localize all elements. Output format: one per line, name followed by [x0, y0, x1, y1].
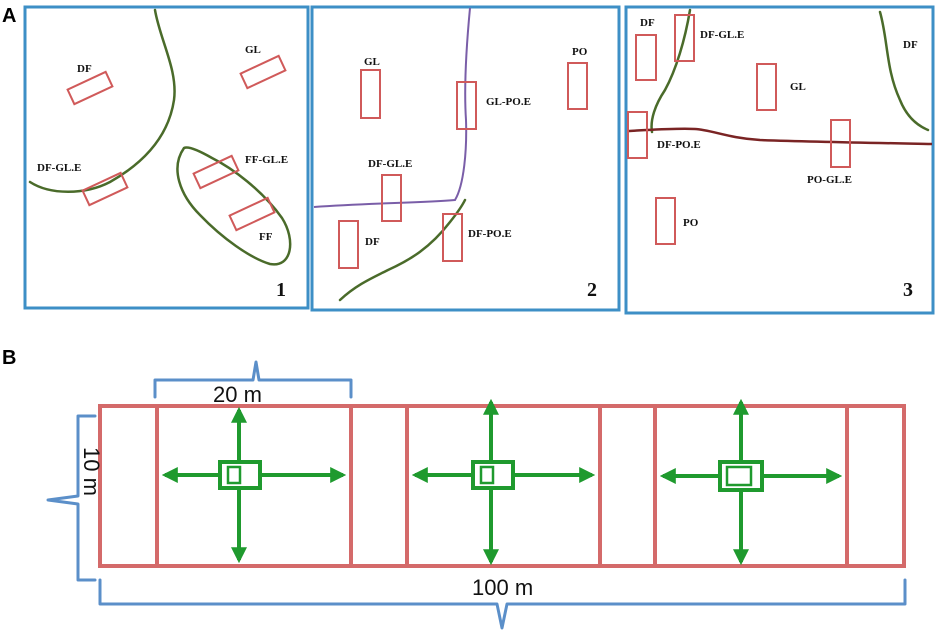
sample-plot [239, 54, 287, 90]
quadrat-inner [725, 465, 753, 487]
sample-plot [756, 63, 777, 111]
vegetation-boundary [878, 10, 930, 132]
road [313, 7, 471, 208]
sample-plot [360, 69, 381, 119]
sample-plot [381, 174, 402, 222]
subpanel-1: DF GL DF-GL.E FF-GL.E FF 1 [23, 5, 310, 310]
site-label: DF-GL.E [700, 29, 744, 41]
vegetation-boundary [176, 146, 292, 266]
sample-plot [627, 111, 648, 159]
quadrat-inner [226, 465, 242, 485]
sample-plot [456, 81, 477, 130]
length-brace [98, 578, 907, 630]
subpanel-number: 3 [903, 279, 913, 301]
site-label: DF [77, 63, 92, 75]
vegetation-boundary [28, 8, 176, 193]
site-label: GL-PO.E [486, 96, 531, 108]
vegetation-boundary [338, 198, 467, 302]
sample-plot [442, 213, 463, 262]
subpanel-3: DF DF-GL.E DF GL DF-PO.E PO-GL.E PO 3 [624, 5, 935, 315]
sample-plot [192, 154, 240, 190]
quadrat-group [411, 398, 596, 566]
height-label: 10 m [79, 447, 104, 496]
panel-b-letter: B [2, 347, 16, 369]
height-brace [46, 414, 97, 582]
site-label: DF-PO.E [468, 228, 512, 240]
quadrat-inner [479, 465, 495, 485]
subpanel-number: 2 [587, 279, 597, 301]
sample-plot [338, 220, 359, 269]
site-label: PO [572, 46, 588, 58]
sample-plot [228, 196, 276, 232]
subpanel-number: 1 [276, 279, 286, 301]
site-label: DF-GL.E [368, 158, 412, 170]
vegetation-boundary [650, 8, 692, 134]
river [627, 127, 933, 146]
sample-plot [81, 171, 129, 207]
site-label: GL [245, 44, 261, 56]
site-label: DF [365, 236, 380, 248]
sample-plot [830, 119, 851, 168]
sample-plot [674, 14, 695, 62]
sample-plot [655, 197, 676, 245]
site-label: FF-GL.E [245, 154, 288, 166]
transect-outline [98, 404, 906, 568]
width-label: 20 m [213, 382, 262, 407]
length-label: 100 m [472, 575, 533, 600]
site-label: DF [903, 39, 918, 51]
site-label: GL [790, 81, 806, 93]
panel-a-letter: A [2, 5, 16, 27]
subpanel-3-frame [624, 5, 935, 315]
quadrat-group [659, 398, 843, 566]
quadrat-group [161, 406, 347, 564]
site-label: DF-GL.E [37, 162, 81, 174]
transect-diagram: 20 m 10 m 100 m [46, 360, 907, 630]
site-label: GL [364, 56, 380, 68]
sample-plot [66, 70, 114, 106]
subpanel-2: GL PO GL-PO.E DF-GL.E DF DF-PO.E 2 [310, 5, 621, 312]
site-label: DF [640, 17, 655, 29]
site-label: PO [683, 217, 699, 229]
sample-plot [567, 62, 588, 110]
site-label: FF [259, 231, 273, 243]
subpanel-1-frame [23, 5, 310, 310]
subpanel-2-frame [310, 5, 621, 312]
site-label: DF-PO.E [657, 139, 701, 151]
sample-plot [635, 34, 657, 81]
width-brace [153, 360, 353, 399]
site-label: PO-GL.E [807, 174, 852, 186]
